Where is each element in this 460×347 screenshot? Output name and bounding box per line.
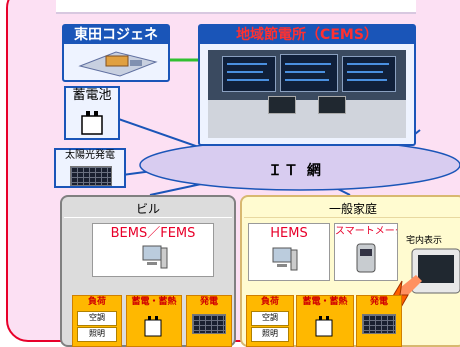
- building-load: 負荷 空調 照明: [72, 295, 122, 347]
- desk-monitor: [268, 96, 296, 114]
- computer-icon: [272, 247, 298, 271]
- solar-box: 太陽光発電: [54, 148, 126, 188]
- lighting-label: 照明: [77, 327, 117, 342]
- cogeneration-plant-icon: [78, 51, 158, 77]
- load-title: 負荷: [260, 297, 279, 307]
- in-home-display-label: 宅内表示: [406, 236, 443, 246]
- home-load: 負荷 空調 照明: [246, 295, 294, 347]
- building-generation: 発電: [186, 295, 232, 347]
- cems-box: 地域節電所（CEMS）: [198, 24, 416, 146]
- bems-label: BEMS／FEMS: [110, 226, 196, 241]
- generation-title: 発電: [369, 297, 388, 307]
- bems-box: BEMS／FEMS: [92, 223, 214, 277]
- control-screen: [222, 56, 276, 92]
- top-strip: [56, 0, 416, 12]
- it-network-label: ＩＴ 網: [268, 163, 323, 179]
- home-title: 一般家庭: [328, 202, 377, 216]
- desk-monitor: [318, 96, 346, 114]
- solar-title: 太陽光発電: [56, 150, 124, 162]
- building-section: ビル BEMS／FEMS 負荷 空調 照明 蓄電・蓄熱 発電: [60, 195, 236, 347]
- cogeneration-title: 東田コジェネ: [64, 26, 168, 44]
- battery-icon: [315, 316, 333, 337]
- building-title: ビル: [135, 202, 160, 216]
- hvac-label: 空調: [251, 311, 289, 326]
- solar-panel-icon: [70, 166, 112, 186]
- control-room-image: [208, 50, 406, 138]
- control-screen: [342, 56, 396, 92]
- lighting-label: 照明: [251, 327, 289, 342]
- home-storage-heat: 蓄電・蓄熱: [296, 295, 354, 347]
- storage-battery-title: 蓄電池: [66, 88, 118, 104]
- hvac-label: 空調: [77, 311, 117, 326]
- home-section: 一般家庭 HEMS スマートメータ 宅内表示 負荷 空調 照明 蓄電・蓄熱: [240, 195, 460, 347]
- hems-box: HEMS: [248, 223, 330, 281]
- storage-heat-title: 蓄電・蓄熱: [302, 297, 348, 307]
- storage-battery-box: 蓄電池: [64, 86, 120, 140]
- computer-icon: [142, 245, 168, 269]
- solar-panel-icon: [362, 314, 396, 334]
- generation-title: 発電: [199, 297, 218, 307]
- battery-icon: [81, 111, 103, 135]
- top-strip-border: [56, 12, 416, 14]
- meter-icon: [356, 243, 376, 273]
- smart-meter-label: スマートメータ: [335, 226, 397, 237]
- building-storage-heat: 蓄電・蓄熱: [126, 295, 182, 347]
- control-desk: [208, 100, 406, 138]
- solar-panel-icon: [192, 314, 226, 334]
- cems-title: 地域節電所（CEMS）: [200, 26, 414, 44]
- home-generation: 発電: [356, 295, 402, 347]
- in-home-display-icon: [396, 248, 460, 297]
- hems-label: HEMS: [270, 226, 308, 241]
- smart-meter-box: スマートメータ: [334, 223, 398, 281]
- battery-icon: [144, 316, 162, 337]
- control-screen: [280, 54, 338, 92]
- cogeneration-box: 東田コジェネ: [62, 24, 170, 82]
- load-title: 負荷: [87, 297, 106, 307]
- storage-heat-title: 蓄電・蓄熱: [131, 297, 177, 307]
